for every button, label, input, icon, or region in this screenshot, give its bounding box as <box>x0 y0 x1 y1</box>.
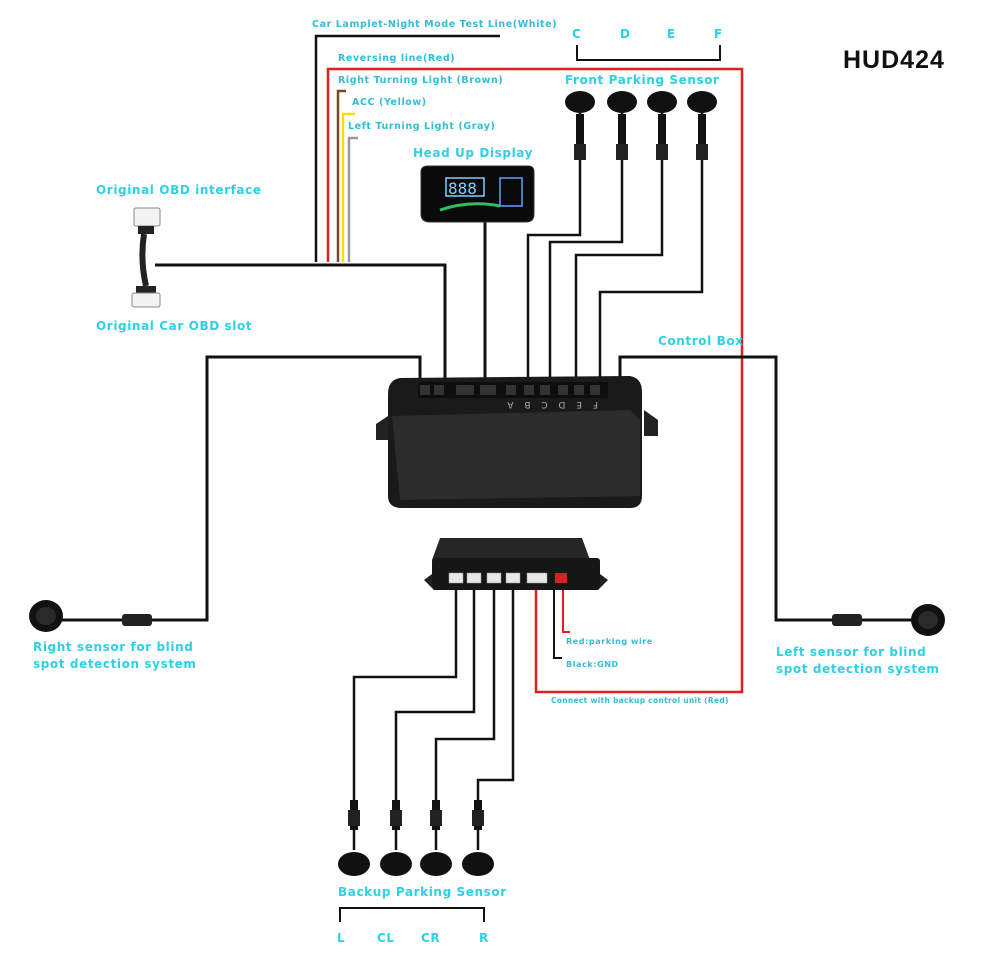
left-blind-lead <box>618 355 916 622</box>
left-blind-sensor <box>832 604 945 636</box>
brown-wire <box>336 89 346 262</box>
front-sensor-e <box>647 91 677 160</box>
control-box <box>376 376 658 508</box>
front-lead-e <box>574 112 664 382</box>
front-letter-d: D <box>620 27 631 41</box>
front-letter-e: E <box>667 27 676 41</box>
left-blind-label-2: spot detection system <box>776 662 940 676</box>
obd-cable <box>155 263 447 382</box>
gnd-label: Black:GND <box>566 660 619 669</box>
obd-interface-label: Original OBD interface <box>96 183 262 197</box>
yellow-wire-label: ACC (Yellow) <box>352 97 427 108</box>
backup-lead-cl <box>394 585 476 850</box>
front-lead-c <box>526 112 582 382</box>
front-sensor-f <box>687 91 717 160</box>
backup-control-box <box>424 538 608 590</box>
white-wire-label: Car Lamplet-Night Mode Test Line(White) <box>312 19 558 30</box>
control-box-port-letters: F E D C B A <box>503 399 598 409</box>
backup-lead-cr <box>434 585 496 850</box>
control-box-label: Control Box <box>658 334 744 348</box>
right-blind-lead <box>58 355 422 622</box>
right-blind-sensor <box>29 600 152 632</box>
left-blind-label-1: Left sensor for blind <box>776 645 927 659</box>
obd-slot-label: Original Car OBD slot <box>96 319 253 333</box>
backup-sensor-cl <box>380 800 412 876</box>
backup-letter-cr: CR <box>421 931 441 945</box>
front-sensor-d <box>607 91 637 160</box>
red-wire-loop <box>326 67 744 694</box>
backup-sensor-cr <box>420 800 452 876</box>
front-sensors <box>565 91 717 160</box>
backup-letter-cl: CL <box>377 931 395 945</box>
black-gnd-wire <box>553 585 562 659</box>
backup-connect-label: Connect with backup control unit (Red) <box>551 696 729 705</box>
gray-wire <box>347 136 358 262</box>
backup-sensors <box>338 800 494 876</box>
right-blind-label-1: Right sensor for blind <box>33 640 194 654</box>
backup-bracket <box>339 907 485 922</box>
parking-wire-label: Red:parking wire <box>566 637 653 646</box>
red-wire-label: Reversing line(Red) <box>338 53 456 64</box>
hud-label: Head Up Display <box>413 146 534 160</box>
backup-letter-r: R <box>479 931 489 945</box>
front-letter-f: F <box>714 27 723 41</box>
front-lead-d <box>548 112 624 382</box>
backup-letter-l: L <box>337 931 346 945</box>
right-blind-label-2: spot detection system <box>33 657 197 671</box>
front-bracket <box>576 45 721 61</box>
red-parking-wire <box>562 585 570 633</box>
front-sensor-title: Front Parking Sensor <box>565 73 720 87</box>
model-title: HUD424 <box>843 46 945 74</box>
front-lead-f <box>598 112 704 382</box>
backup-sensor-r <box>462 800 494 876</box>
white-wire <box>314 34 500 262</box>
front-sensor-c <box>565 91 595 160</box>
brown-wire-label: Right Turning Light (Brown) <box>338 75 504 86</box>
gray-wire-label: Left Turning Light (Gray) <box>348 121 496 132</box>
yellow-wire <box>341 112 355 262</box>
hud-unit: 888 <box>420 165 535 223</box>
front-letter-c: C <box>572 27 582 41</box>
backup-lead-l <box>352 585 458 850</box>
svg-text:888: 888 <box>448 179 477 198</box>
backup-sensor-l <box>338 800 370 876</box>
backup-sensor-title: Backup Parking Sensor <box>338 885 507 899</box>
obd-connector <box>131 207 161 308</box>
